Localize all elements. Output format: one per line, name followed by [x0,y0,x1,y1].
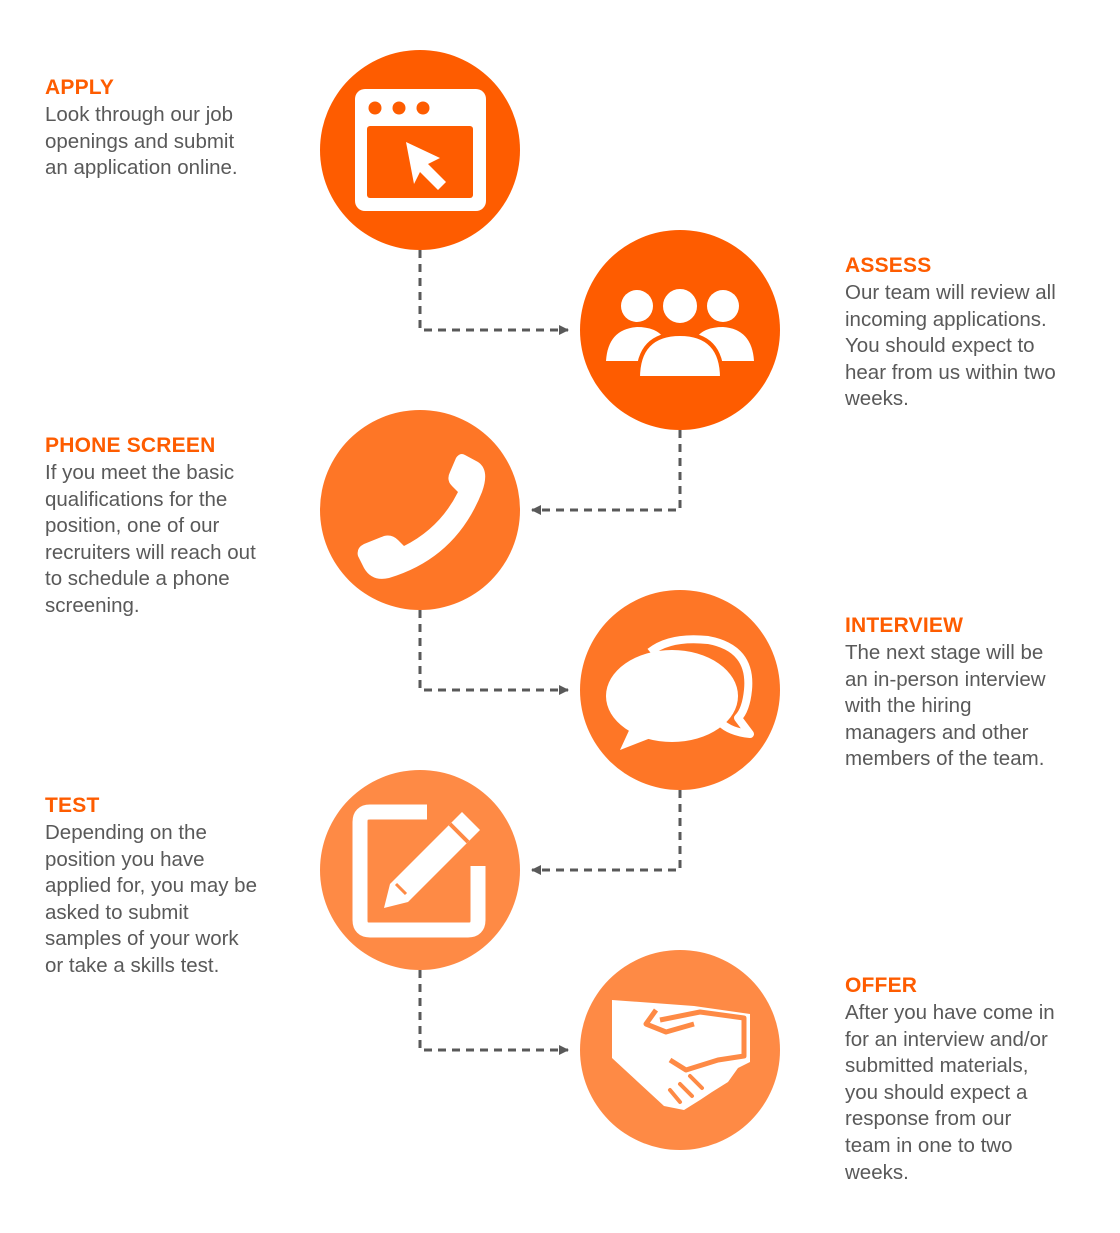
connector-apply-to-assess [418,250,569,335]
step-title: INTERVIEW [845,614,964,637]
step-title: ASSESS [845,254,932,277]
step-description: If you meet the basic qualifications for… [45,460,295,620]
step-description-line: samples of your work [45,927,239,951]
step-description-line: The next stage will be [845,641,1044,664]
step-title: OFFER [845,974,918,997]
step-description-line: If you meet the basic [45,461,235,484]
step-description: The next stage will be an in-person inte… [845,640,1095,773]
step-description: Look through our job openings and submit… [45,102,295,182]
step-description: Depending on the position you have appli… [45,820,295,980]
step-apply-node [320,50,520,250]
step-title: PHONE SCREEN [45,434,216,457]
handshake-icon [612,1000,750,1110]
step-interview-node [580,590,780,790]
step-description: Our team will review all incoming applic… [845,280,1095,413]
step-description-line: applied for, you may be [45,874,257,898]
step-description-line: submitted materials, [845,1054,1029,1078]
step-description-line: managers and other [845,720,1029,744]
connector-phone-to-interview [418,610,569,695]
edit-pencil-icon [352,804,486,938]
step-test-text: TEST Depending on the position you have … [45,793,295,980]
step-description-line: an application online. [45,156,238,180]
step-description-line: you should expect a [845,1080,1028,1104]
step-description-line: for an interview and/or [845,1027,1048,1051]
step-description-line: members of the team. [845,747,1045,771]
step-offer-node [580,950,780,1150]
step-test-node [320,770,520,970]
chat-bubbles-icon [606,635,754,750]
connector-interview-to-test [531,790,682,875]
step-description-line: screening. [45,593,140,617]
phone-icon [357,454,486,579]
connector-test-to-offer [418,970,569,1055]
step-description-line: incoming applications. [845,307,1047,331]
group-people-icon [606,285,754,380]
step-apply-text: APPLY Look through our job openings and … [45,75,295,182]
step-description-line: asked to submit [45,900,189,924]
step-description-line: with the hiring [845,694,972,718]
step-description-line: team in one to two [845,1133,1013,1157]
step-description-line: Depending on the [45,821,207,844]
step-circle [320,410,520,610]
step-description-line: or take a skills test. [45,953,220,977]
step-description-line: Look through our job [45,103,234,126]
step-assess-node [580,230,780,430]
step-phone-screen-text: PHONE SCREEN If you meet the basic quali… [45,433,295,620]
step-description-line: position, one of our [45,514,220,538]
step-description-line: Our team will review all [845,281,1056,304]
step-description-line: After you have come in [845,1001,1055,1024]
connector-assess-to-phone [531,430,682,515]
step-description-line: weeks. [845,387,909,411]
step-description-line: response from our [845,1107,1012,1131]
step-offer-text: OFFER After you have come in for an inte… [845,973,1095,1186]
step-interview-text: INTERVIEW The next stage will be an in-p… [845,613,1095,773]
step-description-line: weeks. [845,1160,909,1184]
step-description-line: an in-person interview [845,667,1046,691]
step-title: TEST [45,794,100,817]
step-assess-text: ASSESS Our team will review all incoming… [845,253,1095,413]
step-description-line: recruiters will reach out [45,540,256,564]
step-description-line: You should expect to [845,334,1035,358]
step-description: After you have come in for an interview … [845,1000,1095,1186]
step-description-line: to schedule a phone [45,567,230,591]
browser-cursor-icon [355,89,486,211]
step-description-line: qualifications for the [45,487,228,511]
step-description-line: openings and submit [45,129,235,153]
step-circle [580,230,780,430]
step-description-line: hear from us within two [845,360,1056,384]
step-title: APPLY [45,76,115,99]
step-description-line: position you have [45,847,205,871]
step-phone-screen-node [320,410,520,610]
